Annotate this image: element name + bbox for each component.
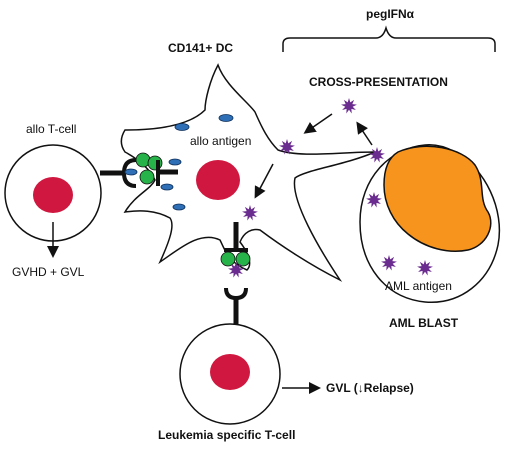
aml-blast-label: AML BLAST — [389, 316, 459, 330]
aml-antigen-star — [242, 205, 258, 221]
peg-ifn-label: pegIFNα — [366, 7, 415, 21]
leukemia-t-cell — [179, 323, 281, 425]
mhc-complex-bottom — [220, 222, 251, 267]
allo-t-cell-nucleus — [33, 177, 73, 213]
dc-title-label: CD141+ DC — [168, 41, 233, 55]
aml-antigen-group — [228, 98, 433, 278]
aml-antigen-star — [228, 262, 244, 278]
leukemia-tcr-receptor — [224, 287, 248, 325]
allo-antigen-label: allo antigen — [190, 134, 251, 148]
allo-antigen-granules — [124, 114, 234, 211]
release-arrow — [356, 121, 373, 146]
dendritic-cell-nucleus — [196, 160, 240, 200]
dendritic-cell-membrane — [120, 63, 376, 282]
aml-antigen-star — [279, 139, 295, 155]
leukemia-tcell-label: Leukemia specific T-cell — [158, 428, 295, 442]
aml-blast-membrane — [359, 144, 501, 303]
leukemia-t-cell-membrane — [179, 323, 281, 425]
aml-antigen-star — [366, 192, 382, 208]
aml-blast-nucleus — [383, 145, 492, 252]
peg-ifn-bracket — [282, 25, 496, 52]
cross-presentation-label: CROSS-PRESENTATION — [309, 75, 448, 89]
uptake-arrow — [303, 113, 333, 134]
aml-antigen-star — [341, 98, 357, 114]
processing-arrow — [254, 163, 274, 199]
gvl-label: GVL (↓Relapse) — [326, 381, 414, 395]
aml-antigen-star — [381, 255, 397, 271]
aml-antigen-star — [369, 147, 385, 163]
gvhd-label: GVHD + GVL — [12, 265, 85, 279]
aml-antigen-label: AML antigen — [385, 279, 452, 293]
aml-antigen-star — [417, 260, 433, 276]
allo-tcell-label: allo T-cell — [26, 122, 76, 136]
allo-tcr-receptor — [100, 158, 137, 188]
aml-blast-cell — [359, 144, 501, 303]
leukemia-t-cell-nucleus — [210, 354, 250, 390]
mhc-complex-left — [135, 152, 178, 186]
